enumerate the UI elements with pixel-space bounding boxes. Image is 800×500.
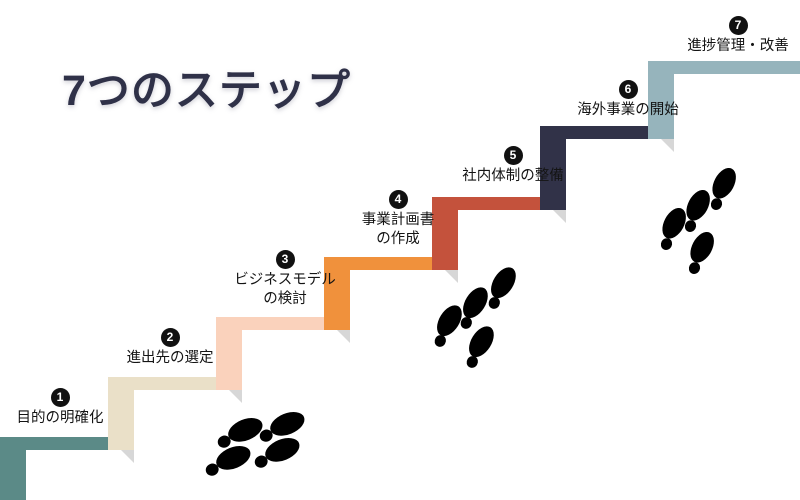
step-2-tread — [108, 377, 242, 390]
step-6-tread — [540, 126, 674, 139]
step-4-label: 4 事業計画書 の作成 — [337, 190, 459, 249]
step-1-riser — [0, 450, 26, 500]
step-4-caption: 事業計画書 の作成 — [361, 212, 435, 248]
step-6-riser — [540, 139, 566, 210]
footprints-middle-icon — [434, 267, 516, 368]
step-2-label: 2 進出先の選定 — [112, 328, 228, 368]
footprints-upper — [648, 167, 738, 274]
step-4-tread — [324, 257, 458, 270]
step-3-badge: 3 — [275, 250, 295, 269]
step-2-riser — [108, 390, 134, 450]
step-1-caption: 目的の明確化 — [16, 410, 104, 426]
step-1-badge: 1 — [50, 388, 70, 407]
step-7-caption: 進捗管理・改善 — [687, 38, 789, 54]
step-3-label: 3 ビジネスモデル の検討 — [215, 250, 355, 309]
footprints-upper-icon — [660, 167, 736, 274]
step-6-badge: 6 — [618, 80, 638, 99]
footprints-middle — [422, 267, 517, 368]
step-5-label: 5 社内体制の整備 — [450, 146, 576, 186]
step-4-badge: 4 — [388, 190, 408, 209]
step-5-badge: 5 — [503, 146, 523, 165]
step-1-label: 1 目的の明確化 — [2, 388, 118, 428]
step-7-tread — [648, 61, 800, 74]
step-3-caption: ビジネスモデル の検討 — [234, 272, 336, 308]
step-4-riser — [324, 270, 350, 330]
step-1-tread — [0, 437, 134, 450]
step-5-caption: 社内体制の整備 — [462, 168, 564, 184]
step-2-badge: 2 — [160, 328, 180, 347]
step-7-riser — [648, 74, 674, 139]
footprints-lower — [196, 412, 311, 494]
page-title: 7つのステップ — [62, 67, 351, 115]
footprints-lower-icon — [205, 412, 305, 476]
step-5-tread — [432, 197, 566, 210]
step-3-tread — [216, 317, 350, 330]
step-3-riser — [216, 330, 242, 390]
step-7-label: 7 進捗管理・改善 — [676, 16, 800, 56]
step-7-badge: 7 — [728, 16, 748, 35]
step-6-label: 6 海外事業の開始 — [563, 80, 693, 120]
step-2-caption: 進出先の選定 — [126, 350, 214, 366]
step-5-riser — [432, 210, 458, 270]
step-6-caption: 海外事業の開始 — [577, 102, 679, 118]
